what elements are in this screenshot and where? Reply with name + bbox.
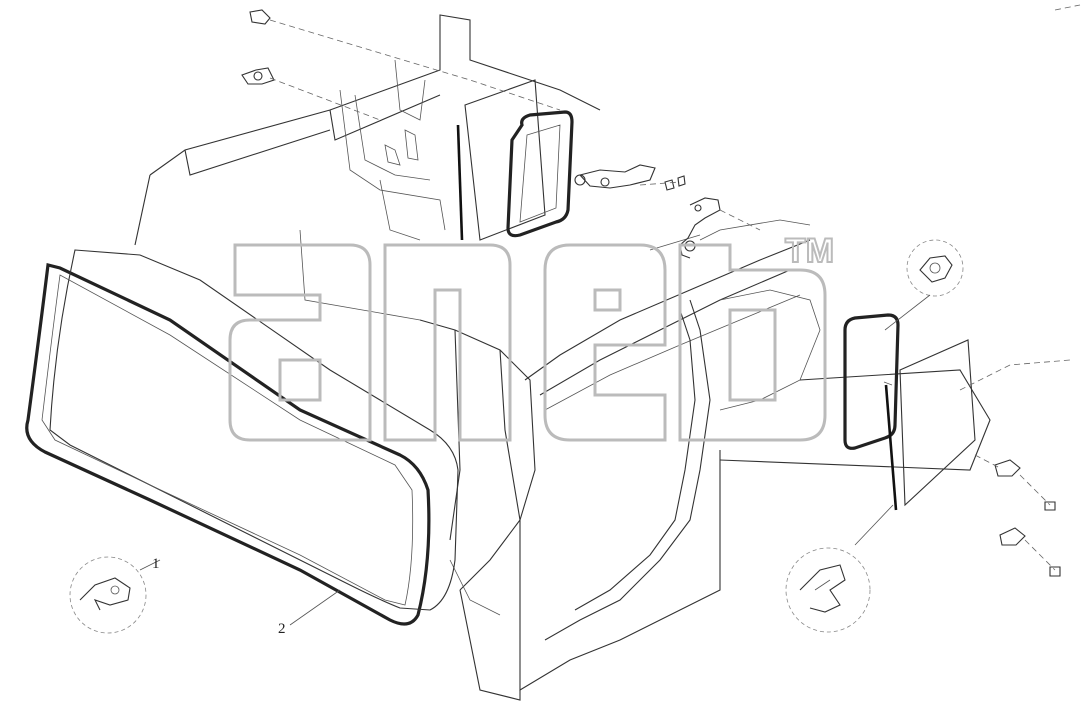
callout-labels: 1 2 bbox=[152, 556, 286, 637]
hardware-parts bbox=[241, 9, 1061, 577]
assembly-lines bbox=[139, 4, 1081, 626]
watermark-letter-2 bbox=[383, 243, 512, 442]
callout-label-2: 2 bbox=[278, 621, 286, 637]
left-door-glass bbox=[464, 79, 546, 241]
left-door-window-seal bbox=[506, 110, 574, 238]
watermark: TM bbox=[228, 231, 835, 442]
callout-label-1: 1 bbox=[152, 556, 160, 572]
cab-body bbox=[134, 14, 991, 701]
right-door-window bbox=[843, 313, 976, 511]
right-door-window-seal bbox=[843, 313, 900, 450]
detail-circle-top-right bbox=[906, 239, 964, 297]
detail-circle-right bbox=[785, 547, 871, 633]
left-door-window bbox=[456, 79, 574, 241]
watermark-letter-3 bbox=[543, 243, 667, 442]
windshield-assembly bbox=[25, 249, 459, 626]
watermark-letter-4 bbox=[678, 243, 827, 442]
right-door-glass bbox=[899, 339, 976, 507]
windshield-seal bbox=[25, 263, 431, 626]
watermark-letter-1 bbox=[228, 243, 372, 442]
watermark-trademark: TM bbox=[785, 232, 834, 270]
detail-circle-left bbox=[69, 556, 147, 634]
windshield-glass bbox=[49, 249, 459, 611]
detail-callouts bbox=[69, 239, 964, 634]
